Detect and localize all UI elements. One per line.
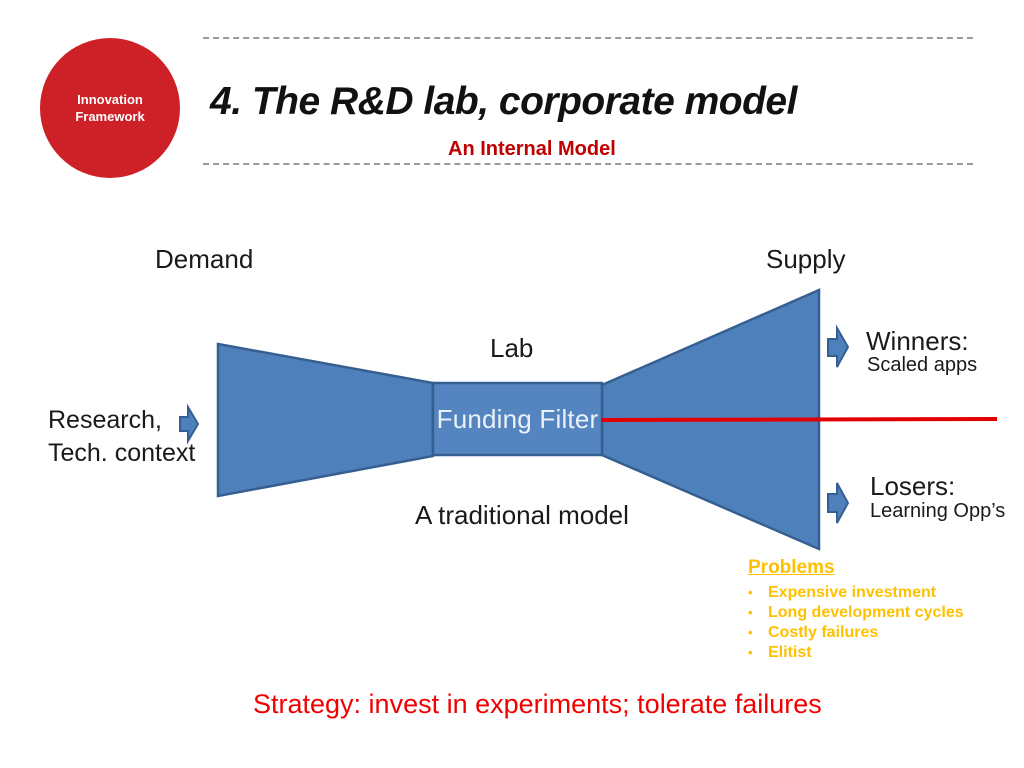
slide-subtitle: An Internal Model (448, 138, 616, 160)
bullet-dot-icon: • (748, 584, 753, 600)
losers-subtitle: Learning Opp’s (870, 500, 1006, 522)
winners-subtitle: Scaled apps (867, 354, 978, 376)
header-dashed-rule-bottom (203, 163, 973, 165)
problem-item-text: Costly failures (768, 623, 879, 641)
lab-label: Lab (490, 333, 534, 363)
red-threshold-line (600, 417, 998, 422)
bullet-dot-icon: • (748, 644, 753, 660)
traditional-model-label: A traditional model (415, 500, 629, 530)
list-item: • Expensive investment (748, 583, 1008, 603)
demand-funnel-shape (216, 342, 435, 498)
demand-label: Demand (155, 244, 254, 274)
problems-heading: Problems (748, 557, 835, 578)
problem-item-text: Expensive investment (768, 583, 937, 601)
research-line2: Tech. context (48, 439, 196, 467)
problems-list: • Expensive investment • Long developmen… (748, 583, 1008, 663)
losers-title: Losers: (870, 471, 956, 501)
strategy-statement: Strategy: invest in experiments; tolerat… (253, 689, 822, 719)
logo-line1: Innovation (77, 92, 143, 107)
funding-filter-label: Funding Filter (436, 403, 599, 434)
bullet-dot-icon: • (748, 604, 753, 620)
list-item: • Long development cycles (748, 603, 1008, 623)
list-item: • Elitist (748, 643, 1008, 663)
supply-label: Supply (766, 244, 846, 274)
losers-right-arrow-icon (827, 482, 850, 524)
logo-line2: Framework (75, 109, 145, 124)
winners-title: Winners: (866, 326, 969, 356)
innovation-framework-logo: Innovation Framework (40, 38, 180, 178)
problem-item-text: Elitist (768, 643, 812, 661)
bullet-dot-icon: • (748, 624, 753, 640)
research-context-label: Research, Tech. context (48, 404, 195, 470)
research-line1: Research, (48, 406, 162, 434)
problems-block: Problems • Expensive investment • Long d… (748, 557, 1008, 663)
problem-item-text: Long development cycles (768, 603, 964, 621)
header-dashed-rule-top (203, 37, 973, 39)
funding-filter-box (431, 381, 604, 457)
list-item: • Costly failures (748, 623, 1008, 643)
winners-right-arrow-icon (827, 324, 850, 368)
research-right-arrow-icon (179, 403, 200, 445)
slide-title: 4. The R&D lab, corporate model (210, 80, 797, 123)
